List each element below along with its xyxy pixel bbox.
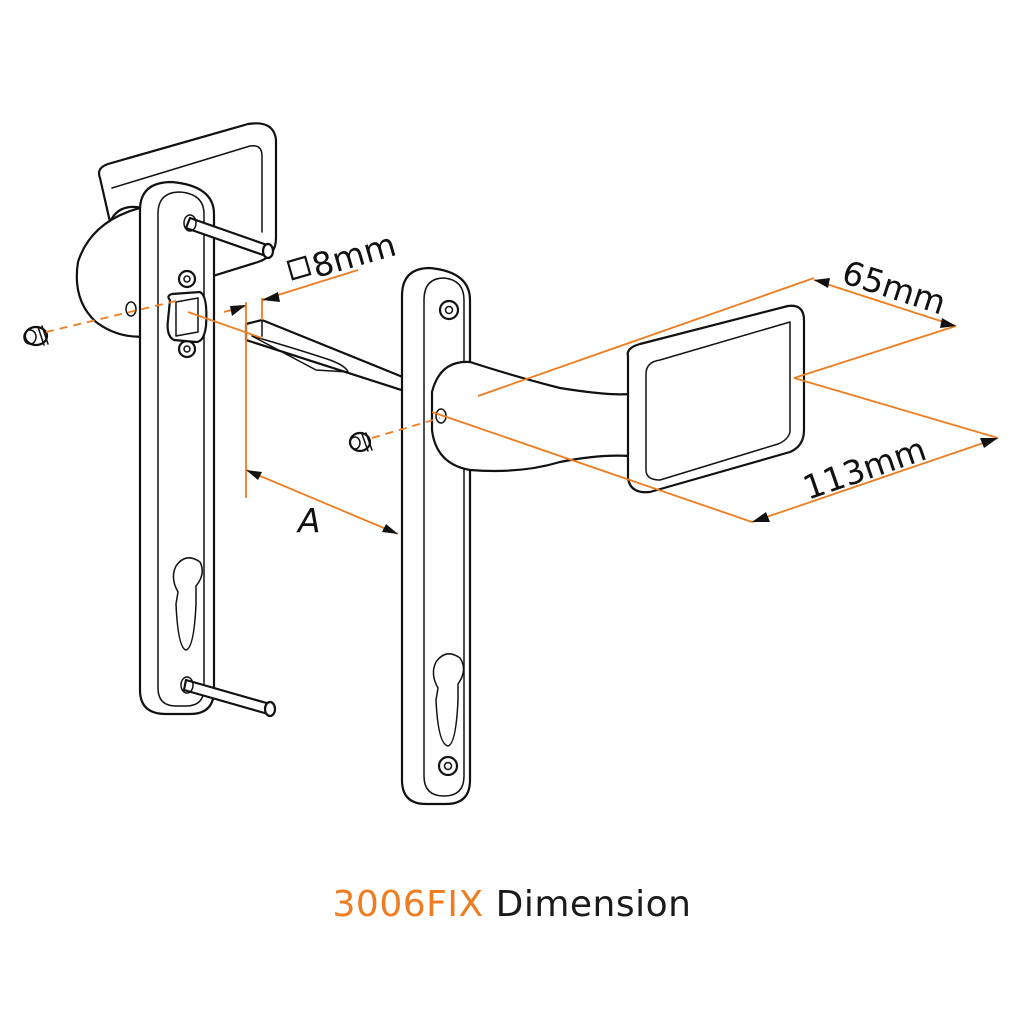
inner-handle-assembly: [23, 122, 278, 718]
outer-screw-bottom: [437, 755, 459, 777]
product-code: 3006FIX: [332, 884, 484, 925]
outer-screw-top: [438, 299, 460, 321]
caption-label: Dimension: [495, 884, 692, 925]
grub-screw-left: [23, 325, 49, 347]
spindle-square-bar: [244, 318, 422, 398]
fixing-bolt-top: [183, 214, 275, 260]
square-symbol-icon: [286, 255, 312, 281]
inner-backplate: [138, 180, 216, 716]
dimension-label-113mm: 113mm: [798, 429, 931, 507]
dimension-a: A: [245, 469, 399, 540]
grub-screw-center: [348, 431, 373, 453]
inner-screw-bottom: [177, 339, 197, 359]
inner-cylinder-cutout: [172, 557, 203, 651]
inner-screw-top: [177, 269, 197, 289]
spindle-square-hole: [166, 290, 208, 344]
fixing-bolt-bottom: [180, 676, 277, 718]
inner-grub-hole: [125, 301, 137, 317]
dimension-label-a: A: [296, 501, 321, 540]
dimension-label-8mm: 8mm: [307, 225, 400, 286]
outer-backplate: [400, 266, 472, 806]
diagram-caption: 3006FIX Dimension: [0, 884, 1024, 925]
outer-handle-assembly: [348, 266, 806, 806]
outer-lever-pad: [626, 304, 806, 494]
inner-lever-neck: [75, 204, 152, 338]
dimension-label-65mm: 65mm: [838, 253, 951, 323]
outer-cylinder-cutout: [432, 653, 465, 747]
